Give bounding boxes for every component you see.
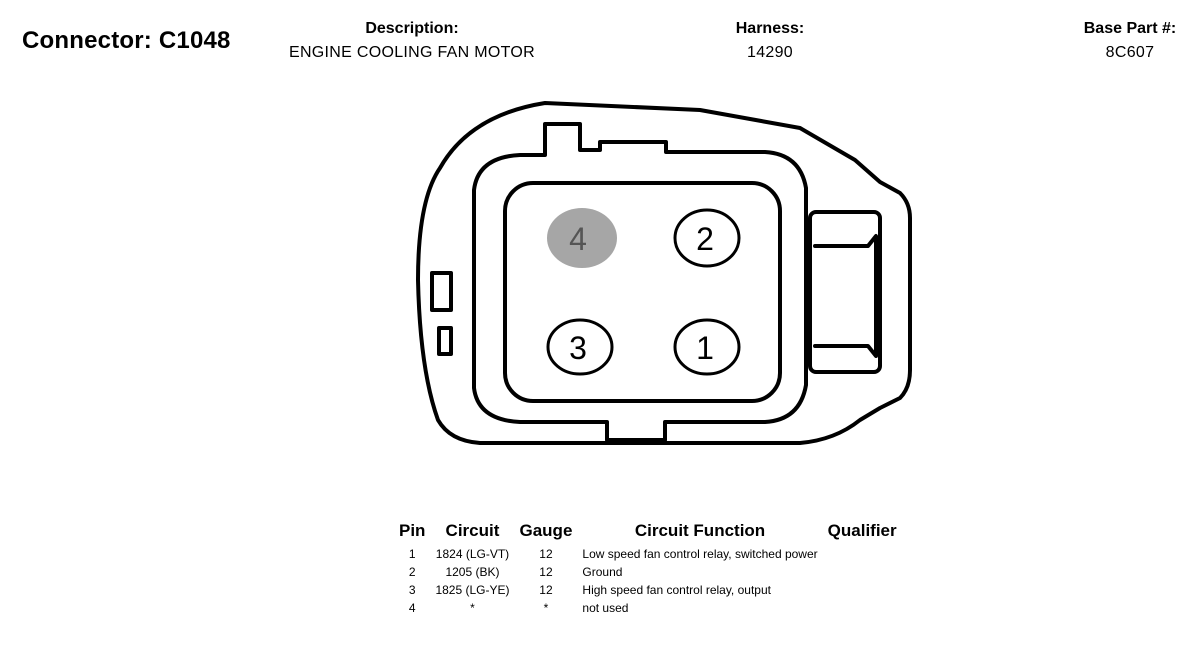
pin-4-highlight [547, 208, 617, 268]
pin-2-circle [673, 208, 741, 268]
table-row: 4 * * not used [394, 599, 902, 617]
description-label: Description: [365, 20, 459, 37]
pin-1-circle [673, 318, 741, 376]
latch-tab [808, 210, 882, 374]
pin-1-label: 1 [696, 330, 714, 366]
gauge-cell: * [543, 601, 549, 615]
gauge-cell: 12 [539, 565, 553, 579]
header-gauge: Gauge [519, 521, 573, 540]
pin-cell: 4 [408, 601, 416, 615]
description-column: Description: ENGINE COOLING FAN MOTOR [262, 20, 562, 62]
pin-2-label: 2 [696, 221, 714, 257]
harness-label: Harness: [735, 20, 805, 37]
latch-inner [813, 234, 878, 358]
base-part-value: 8C607 [1105, 44, 1155, 61]
base-part-label: Base Part #: [1083, 20, 1177, 37]
pin-4-label: 4 [569, 221, 587, 257]
left-key-small [437, 326, 453, 356]
header-circuit: Circuit [445, 521, 500, 540]
circuit-cell: * [470, 601, 475, 615]
pin-table-header: Pin Circuit Gauge Circuit Function Quali… [394, 521, 902, 545]
harness-column: Harness: 14290 [690, 20, 850, 62]
table-row: 1 1824 (LG-VT) 12 Low speed fan control … [394, 545, 902, 563]
pin-cell: 1 [408, 547, 416, 561]
pin-3-circle [546, 318, 614, 376]
harness-value: 14290 [747, 44, 793, 61]
table-row: 2 1205 (BK) 12 Ground [394, 563, 902, 581]
header-qualifier: Qualifier [827, 521, 897, 540]
circuit-cell: 1825 (LG-YE) [435, 583, 510, 597]
gauge-cell: 12 [539, 583, 553, 597]
pin-cell: 3 [408, 583, 416, 597]
circuit-cell: 1824 (LG-VT) [435, 547, 510, 561]
gauge-cell: 12 [539, 547, 553, 561]
description-value: ENGINE COOLING FAN MOTOR [288, 44, 536, 61]
qualifier-cell [823, 563, 902, 581]
pin-table: Pin Circuit Gauge Circuit Function Quali… [394, 521, 902, 617]
pin-cavity [503, 181, 782, 403]
function-cell: Ground [582, 565, 623, 579]
connector-face-diagram: 4 2 3 1 [416, 101, 912, 445]
qualifier-cell [823, 581, 902, 599]
housing-outline [416, 101, 912, 445]
pin-3-label: 3 [569, 330, 587, 366]
circuit-cell: 1205 (BK) [445, 565, 500, 579]
function-cell: not used [582, 601, 629, 615]
header-pin: Pin [399, 521, 426, 540]
header-circuit-function: Circuit Function [634, 521, 766, 540]
function-cell: Low speed fan control relay, switched po… [582, 547, 818, 561]
qualifier-cell [823, 599, 902, 617]
connector-title: Connector: C1048 [22, 27, 231, 54]
left-key-large [430, 271, 453, 312]
function-cell: High speed fan control relay, output [582, 583, 771, 597]
base-part-column: Base Part #: 8C607 [1060, 20, 1200, 62]
pin-cell: 2 [408, 565, 416, 579]
inner-ring [472, 122, 808, 442]
table-row: 3 1825 (LG-YE) 12 High speed fan control… [394, 581, 902, 599]
qualifier-cell [823, 545, 902, 563]
